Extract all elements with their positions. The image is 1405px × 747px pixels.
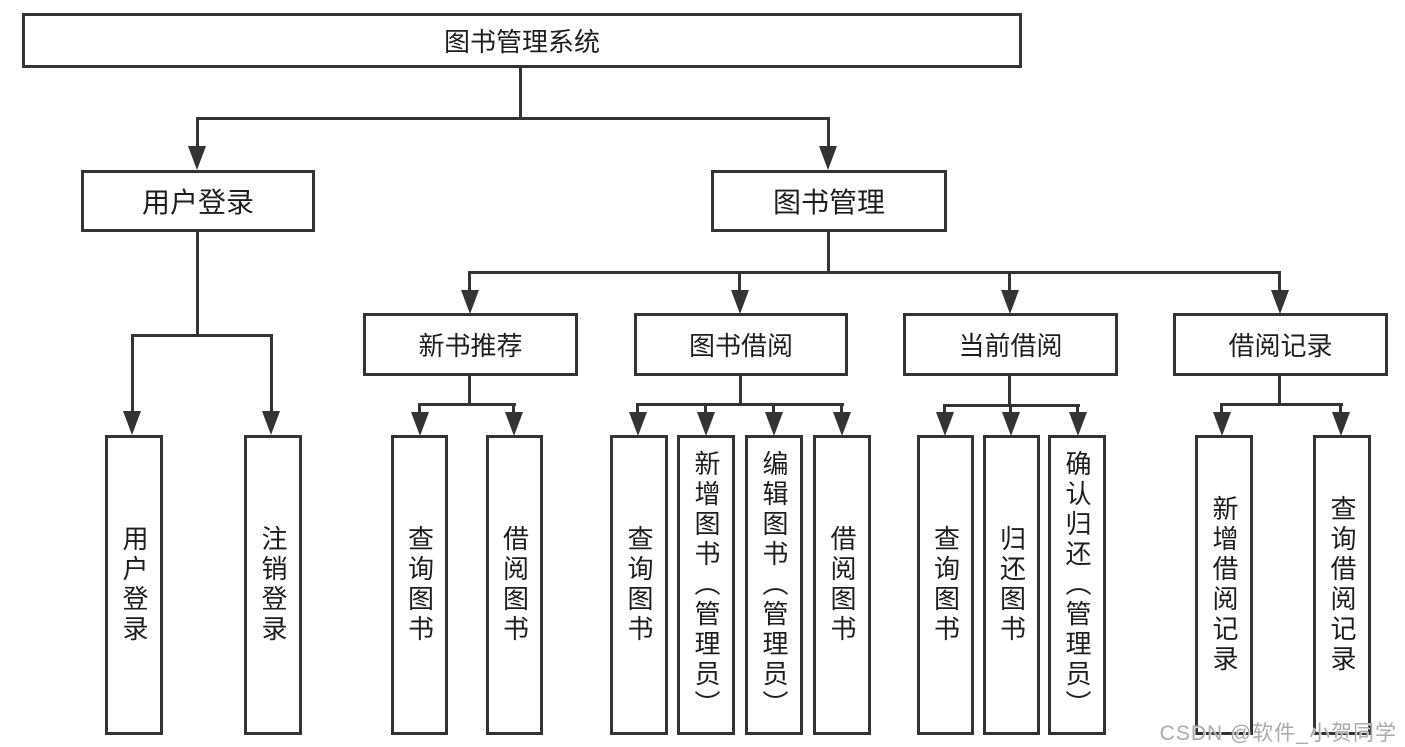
leaf-logout-login: 注销登录 (244, 435, 302, 735)
connector-stub (1278, 271, 1281, 292)
connector-stub (418, 403, 421, 414)
arrow-down-icon (629, 412, 647, 436)
connector-book-borrow-bus (636, 403, 844, 406)
connector-borrow-record-bus (1220, 403, 1343, 406)
connector-new-book-stem (468, 376, 471, 406)
leaf-query-books-borrow: 查询图书 (610, 435, 668, 735)
leaf-borrow-books-recommend: 借阅图书 (486, 435, 543, 735)
arrow-down-icon (262, 411, 280, 435)
arrow-down-icon (123, 411, 141, 435)
connector-stub (704, 403, 707, 414)
arrow-down-icon (1213, 412, 1231, 436)
leaf-query-borrow-record: 查询借阅记录 (1313, 435, 1371, 735)
arrow-down-icon (731, 290, 749, 314)
leaf-return-book: 归还图书 (983, 435, 1040, 735)
connector-stub (131, 334, 134, 412)
connector-user-login-bus (131, 334, 273, 337)
leaf-edit-book-admin: 编辑图书（管理员） (745, 435, 803, 735)
arrow-down-icon (765, 412, 783, 436)
leaf-confirm-return-admin: 确认归还（管理员） (1048, 435, 1106, 735)
connector-book-borrow-stem (739, 376, 742, 406)
connector-stub (512, 403, 515, 414)
arrow-down-icon (1002, 412, 1020, 436)
connector-stub (196, 117, 199, 148)
connector-root-stem (519, 68, 522, 118)
leaf-user-login: 用户登录 (105, 435, 163, 735)
arrow-down-icon (1001, 290, 1019, 314)
node-library-system: 图书管理系统 (22, 13, 1022, 68)
arrow-down-icon (819, 146, 837, 170)
connector-borrow-record-stem (1278, 376, 1281, 406)
connector-new-book-bus (418, 403, 516, 406)
arrow-down-icon (411, 412, 429, 436)
node-borrow-records: 借阅记录 (1173, 313, 1388, 376)
connector-stub (738, 271, 741, 292)
connector-stub (1220, 403, 1223, 414)
connector-book-mgmt-stem (827, 232, 830, 274)
arrow-down-icon (1332, 412, 1350, 436)
arrow-down-icon (505, 412, 523, 436)
connector-stub (943, 404, 946, 414)
watermark: CSDN @软件_小贺同学 (1159, 722, 1397, 745)
arrow-down-icon (188, 146, 206, 170)
connector-book-mgmt-bus (468, 271, 1281, 274)
connector-stub (1339, 403, 1342, 414)
connector-stub (270, 334, 273, 412)
arrow-down-icon (936, 412, 954, 436)
node-user-login: 用户登录 (81, 170, 315, 232)
leaf-add-borrow-record: 新增借阅记录 (1195, 435, 1253, 735)
arrow-down-icon (461, 290, 479, 314)
connector-stub (468, 271, 471, 292)
connector-stub (840, 403, 843, 414)
connector-stub (1008, 271, 1011, 292)
node-new-book-recommend: 新书推荐 (363, 313, 578, 376)
connector-root-bus (196, 117, 830, 120)
connector-stub (1076, 404, 1079, 414)
connector-stub (1009, 404, 1012, 414)
connector-stub (772, 403, 775, 414)
connector-user-login-stem (196, 232, 199, 336)
connector-stub (827, 117, 830, 148)
leaf-add-book-admin: 新增图书（管理员） (677, 435, 735, 735)
arrow-down-icon (697, 412, 715, 436)
arrow-down-icon (1271, 290, 1289, 314)
node-book-borrow: 图书借阅 (634, 313, 848, 376)
leaf-borrow-books: 借阅图书 (813, 435, 871, 735)
node-book-management: 图书管理 (711, 170, 947, 232)
leaf-query-books-recommend: 查询图书 (391, 435, 448, 735)
connector-current-borrow-stem (1008, 376, 1011, 407)
node-current-borrow: 当前借阅 (903, 313, 1118, 376)
arrow-down-icon (833, 412, 851, 436)
connector-stub (636, 403, 639, 414)
arrow-down-icon (1069, 412, 1087, 436)
leaf-query-books-current: 查询图书 (917, 435, 974, 735)
